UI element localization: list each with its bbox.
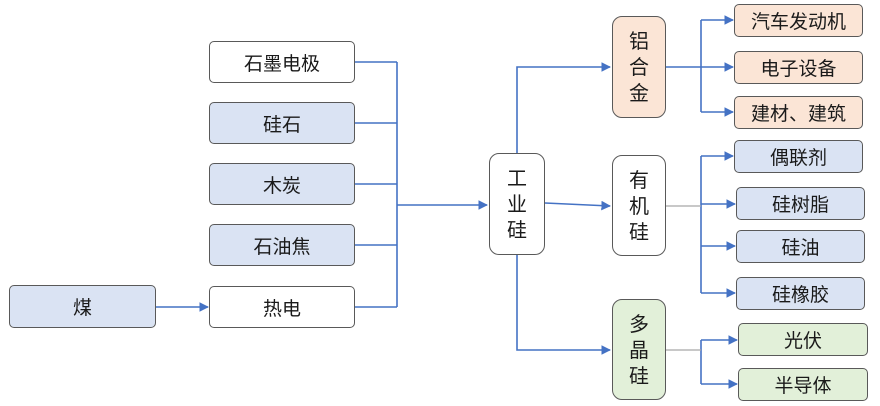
node-graphite-electrode: 石墨电极 xyxy=(209,41,355,83)
node-polysilicon: 多 晶 硅 xyxy=(612,299,666,400)
node-silicone-oil-label: 硅油 xyxy=(781,237,820,259)
node-industrial-silicon: 工 业 硅 xyxy=(489,153,545,255)
edge-to-aluminum-alloy xyxy=(516,62,611,153)
node-construction: 建材、建筑 xyxy=(734,96,863,129)
organic-silicon-char-2: 机 xyxy=(629,193,649,218)
node-petroleum-coke-label: 石油焦 xyxy=(253,235,311,258)
industrial-silicon-char-3: 硅 xyxy=(507,218,527,242)
aluminum-alloy-char-3: 金 xyxy=(629,81,649,105)
node-silicone-rubber: 硅橡胶 xyxy=(736,277,865,310)
node-aluminum-alloy: 铝 合 金 xyxy=(612,16,666,118)
node-graphite-electrode-label: 石墨电极 xyxy=(243,52,320,75)
node-electronics-label: 电子设备 xyxy=(760,58,837,80)
node-thermal-power-label: 热电 xyxy=(262,297,301,320)
polysilicon-char-3: 硅 xyxy=(629,363,649,388)
industrial-silicon-char-2: 业 xyxy=(507,192,527,216)
node-charcoal: 木炭 xyxy=(209,163,355,205)
node-semiconductor: 半导体 xyxy=(738,368,868,401)
polysilicon-char-2: 晶 xyxy=(629,337,649,362)
node-electronics: 电子设备 xyxy=(734,51,863,84)
node-silicone-resin: 硅树脂 xyxy=(736,187,865,220)
node-coupling-agent: 偶联剂 xyxy=(734,140,863,173)
node-photovoltaic: 光伏 xyxy=(738,323,868,356)
node-semiconductor-label: 半导体 xyxy=(774,375,832,397)
polysilicon-char-1: 多 xyxy=(629,311,649,336)
industrial-silicon-char-1: 工 xyxy=(507,166,527,190)
node-coupling-agent-label: 偶联剂 xyxy=(769,147,827,169)
node-silicone-rubber-label: 硅橡胶 xyxy=(771,284,829,306)
organic-silicon-char-1: 有 xyxy=(629,167,649,192)
organic-silicon-char-3: 硅 xyxy=(629,219,649,244)
node-auto-engine: 汽车发动机 xyxy=(734,4,863,37)
node-auto-engine-label: 汽车发动机 xyxy=(750,11,846,33)
node-organic-silicon: 有 机 硅 xyxy=(612,155,666,256)
node-silica-label: 硅石 xyxy=(262,113,301,136)
aluminum-alloy-char-1: 铝 xyxy=(629,29,649,53)
node-silicone-oil: 硅油 xyxy=(736,230,865,263)
node-petroleum-coke: 石油焦 xyxy=(209,224,355,266)
node-charcoal-label: 木炭 xyxy=(262,174,301,197)
aluminum-alloy-char-2: 合 xyxy=(629,55,649,79)
edge-to-polysilicon xyxy=(516,255,611,355)
node-construction-label: 建材、建筑 xyxy=(750,103,846,125)
node-thermal-power: 热电 xyxy=(209,286,355,328)
node-photovoltaic-label: 光伏 xyxy=(783,330,822,352)
edge-to-organic-silicon xyxy=(544,200,611,211)
node-silica: 硅石 xyxy=(209,102,355,144)
node-coal-label: 煤 xyxy=(72,297,92,319)
node-coal: 煤 xyxy=(9,285,156,328)
node-silicone-resin-label: 硅树脂 xyxy=(771,194,829,216)
